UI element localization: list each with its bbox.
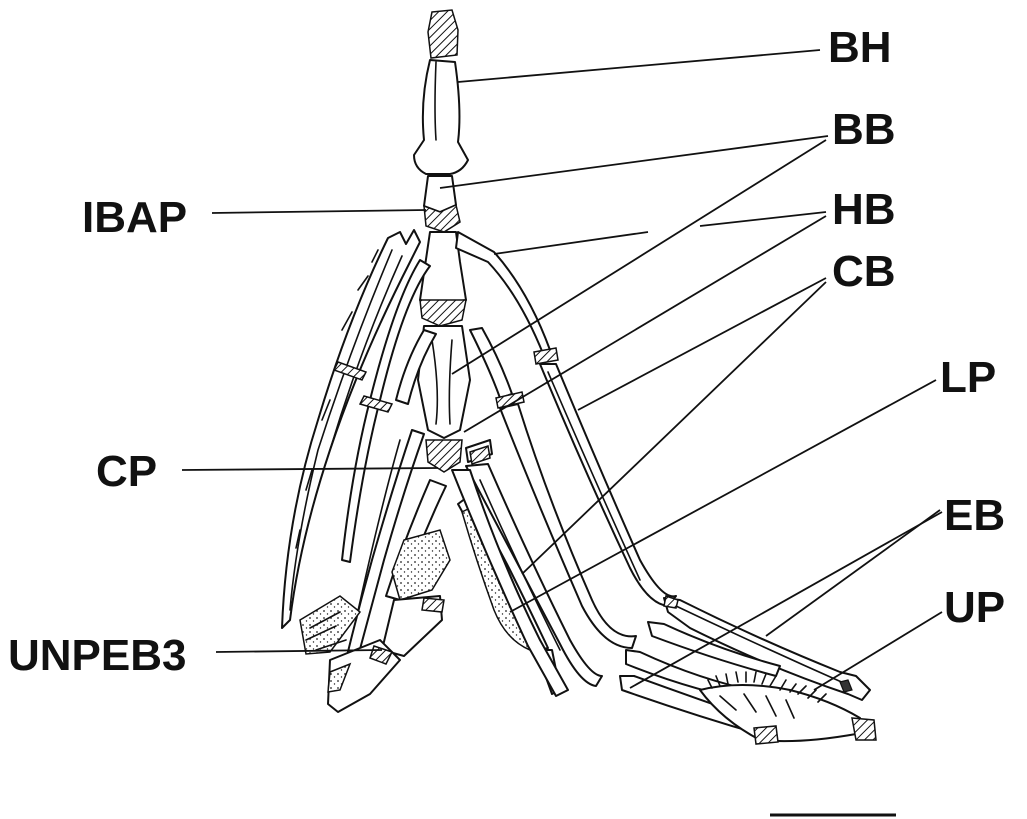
basihyal-bone [414, 10, 468, 174]
label-eb: EB [944, 491, 1005, 540]
leader-hb-1 [494, 232, 648, 254]
label-up: UP [944, 583, 1005, 632]
leader-hb-2 [700, 212, 826, 226]
label-ibap: IBAP [82, 193, 187, 242]
label-cb: CB [832, 247, 896, 296]
label-lp: LP [940, 353, 996, 402]
leader-cb-1 [578, 278, 826, 410]
basibranchial-column [418, 176, 470, 472]
leader-bb-2 [452, 140, 826, 374]
leader-up [814, 612, 942, 690]
label-bh: BH [828, 23, 892, 72]
label-hb: HB [832, 185, 896, 234]
leader-lines [182, 50, 942, 690]
leader-bb-1 [440, 136, 828, 188]
label-bb: BB [832, 105, 896, 154]
right-branchial-elements [452, 232, 676, 696]
right-lower-cluster [620, 596, 876, 744]
leader-hb-3 [464, 216, 826, 432]
label-unpeb3: UNPEB3 [8, 631, 187, 680]
leader-bh [458, 50, 820, 82]
label-cp: CP [96, 447, 157, 496]
leader-ibap [212, 210, 426, 213]
leader-eb-1 [766, 510, 940, 636]
